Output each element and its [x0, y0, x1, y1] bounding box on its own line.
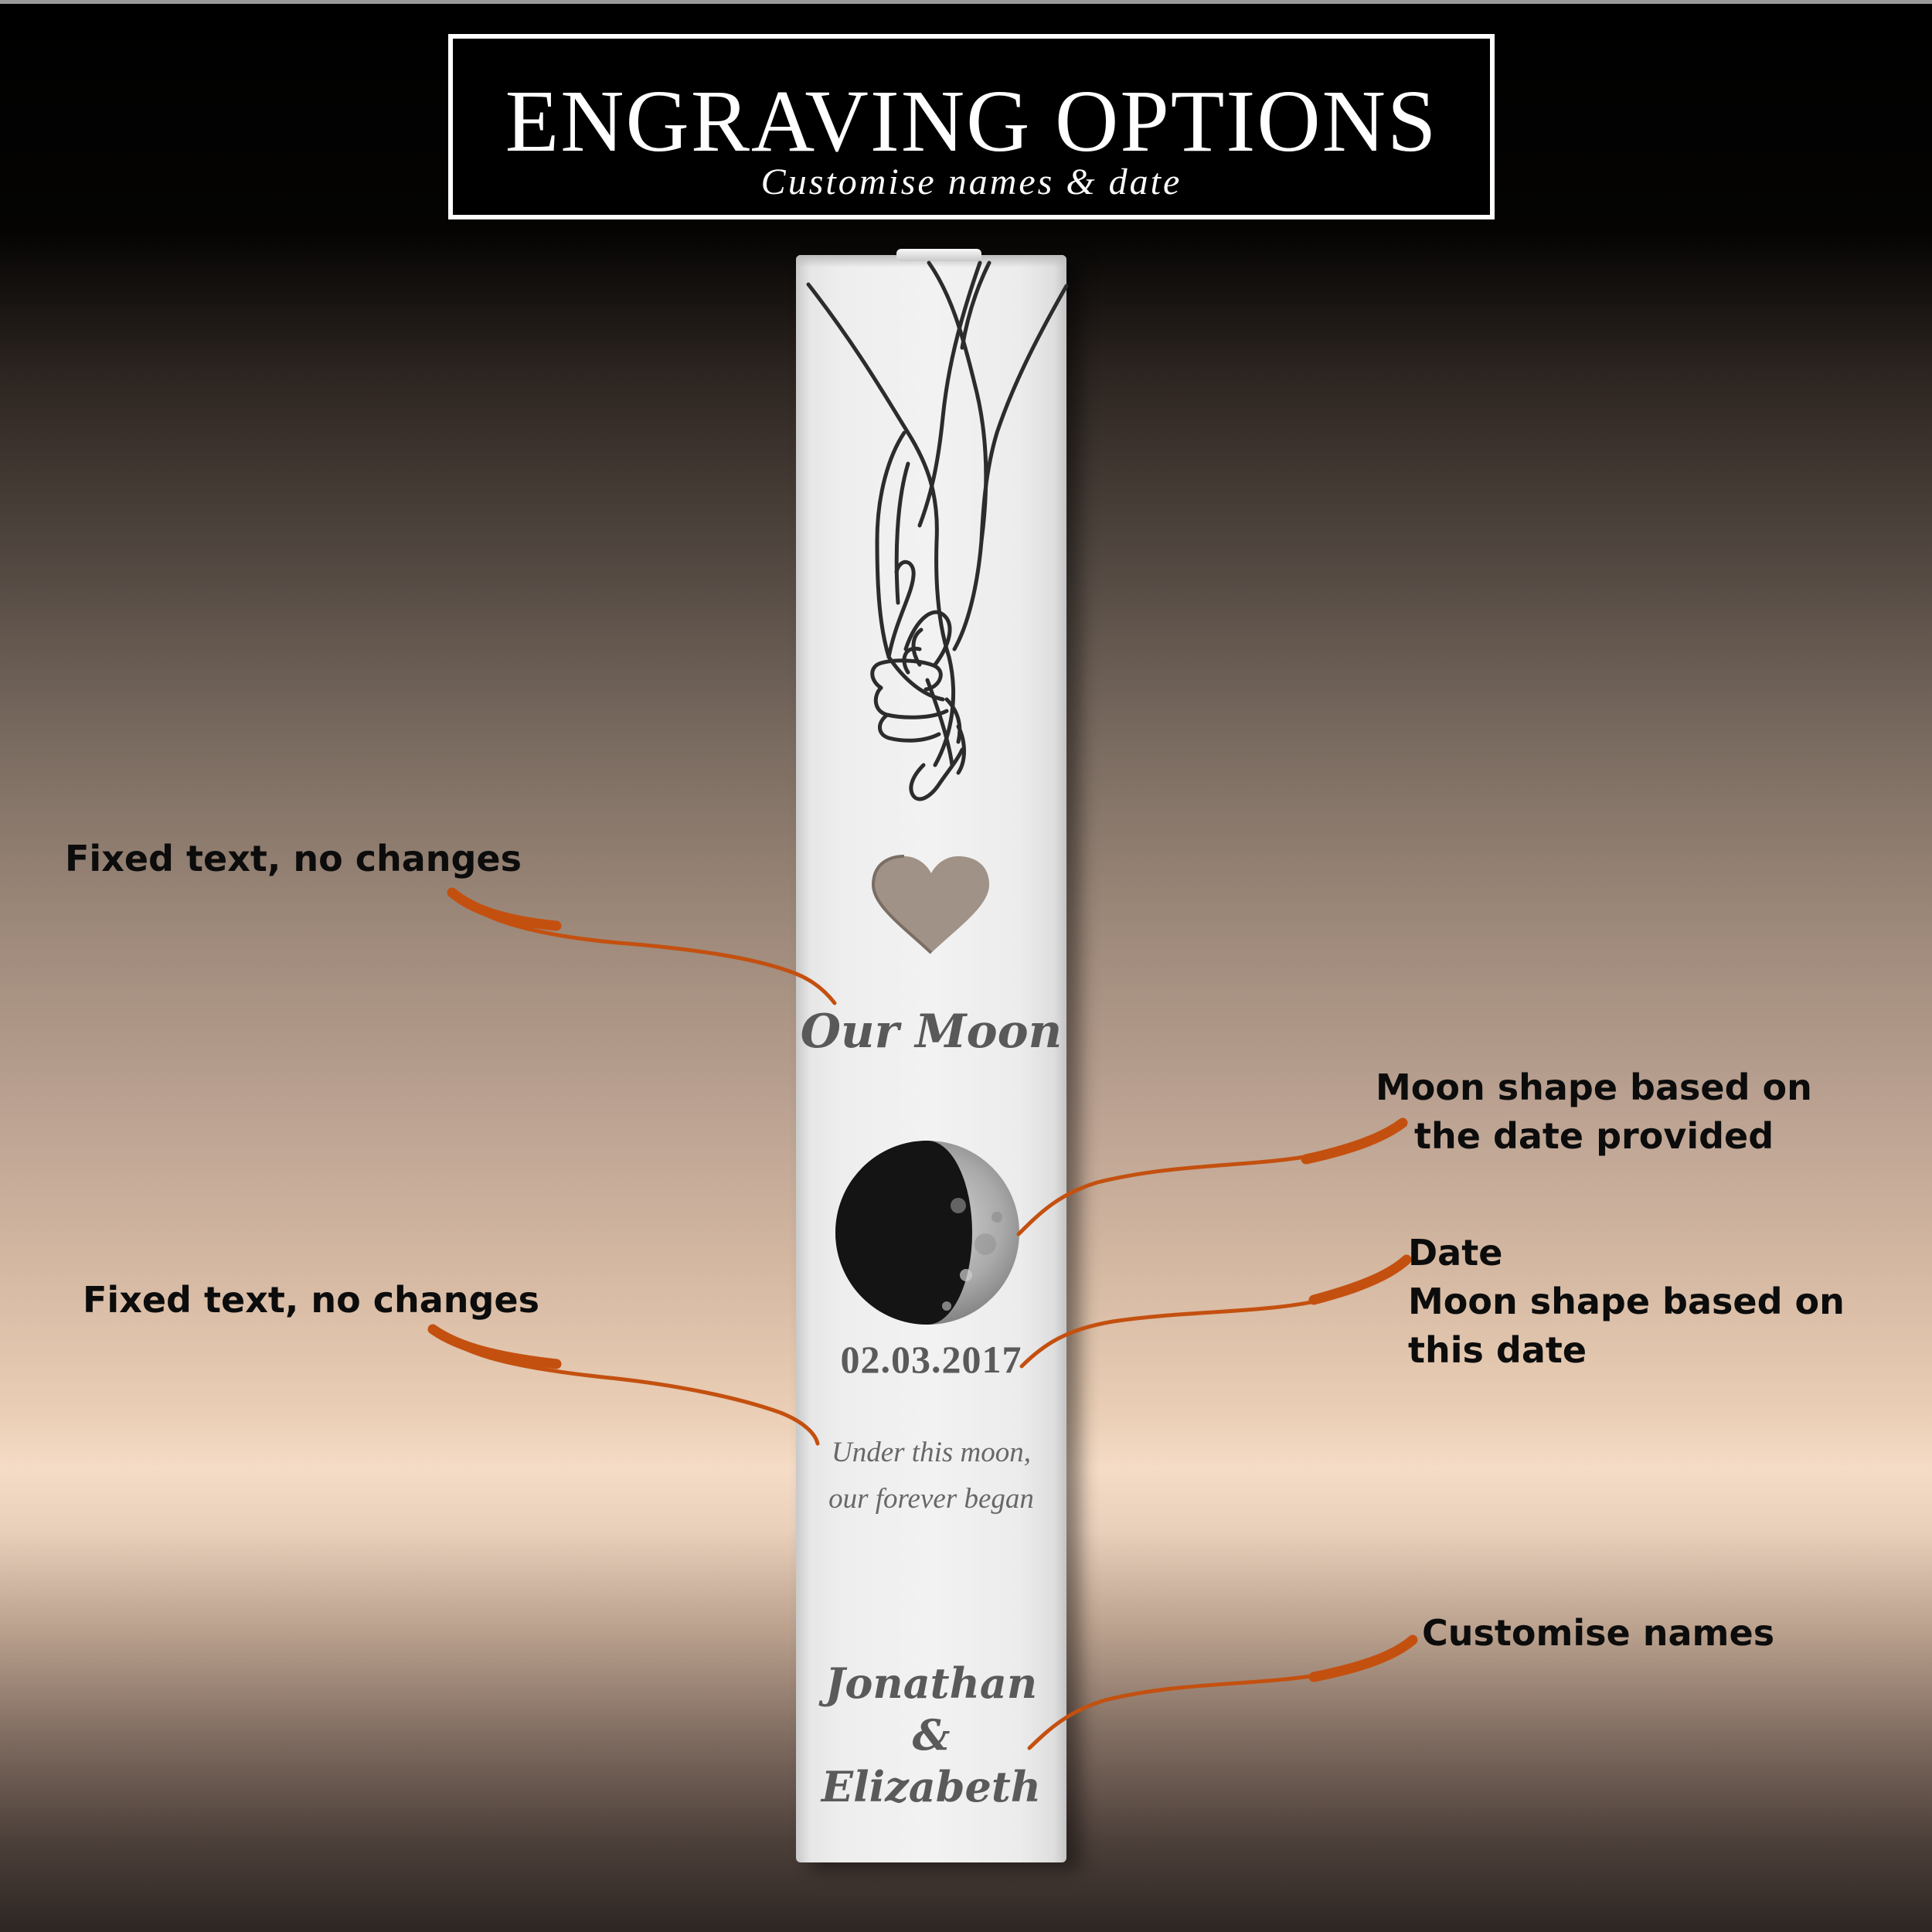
annotation-date-line-1: Date	[1408, 1232, 1503, 1274]
annotation-names: Customise names	[1422, 1612, 1775, 1654]
annotation-fixed-text-2: Fixed text, no changes	[83, 1279, 540, 1321]
annotation-date-line-3: this date	[1408, 1329, 1587, 1371]
annotation-date: Date Moon shape based on this date	[1408, 1229, 1845, 1375]
page-title: ENGRAVING OPTIONS	[505, 72, 1438, 170]
engraved-title: Our Moon	[800, 1005, 1063, 1059]
leader-date	[1019, 1257, 1409, 1369]
annotation-fixed-text-1: Fixed text, no changes	[65, 838, 522, 879]
top-edge-strip	[0, 0, 1932, 4]
holding-hands-icon	[806, 260, 1069, 801]
heart-cutout-icon	[873, 856, 989, 953]
engraved-names: Jonathan & Elizabeth	[796, 1658, 1066, 1813]
title-banner: ENGRAVING OPTIONS Customise names & date	[448, 34, 1495, 219]
bar-top-edge	[796, 255, 1066, 267]
keyring-nub	[896, 249, 981, 261]
leader-lines	[427, 887, 1418, 1750]
engraved-bar	[796, 255, 1066, 1862]
engraved-ampersand: &	[912, 1710, 951, 1760]
page-subtitle: Customise names & date	[760, 162, 1182, 202]
leader-moon-shape	[1016, 1121, 1405, 1236]
engraved-date: 02.03.2017	[840, 1338, 1022, 1381]
quote-line-1: Under this moon,	[832, 1437, 1031, 1468]
leader-fixed-text-1	[450, 890, 837, 1005]
moon-phase-icon	[835, 1141, 1019, 1325]
engraved-quote: Under this moon, our forever began	[796, 1430, 1066, 1522]
engraved-name-1: Jonathan	[825, 1658, 1038, 1708]
annotation-moon-shape-line-1: Moon shape based on	[1376, 1066, 1812, 1108]
annotation-moon-shape: Moon shape based on the date provided	[1376, 1063, 1812, 1161]
quote-line-2: our forever began	[828, 1483, 1034, 1515]
engraved-name-2: Elizabeth	[821, 1762, 1042, 1811]
leader-fixed-text-2	[430, 1327, 820, 1446]
annotation-moon-shape-line-2: the date provided	[1414, 1115, 1774, 1157]
annotation-date-line-2: Moon shape based on	[1408, 1281, 1845, 1322]
leader-names	[1027, 1638, 1415, 1750]
